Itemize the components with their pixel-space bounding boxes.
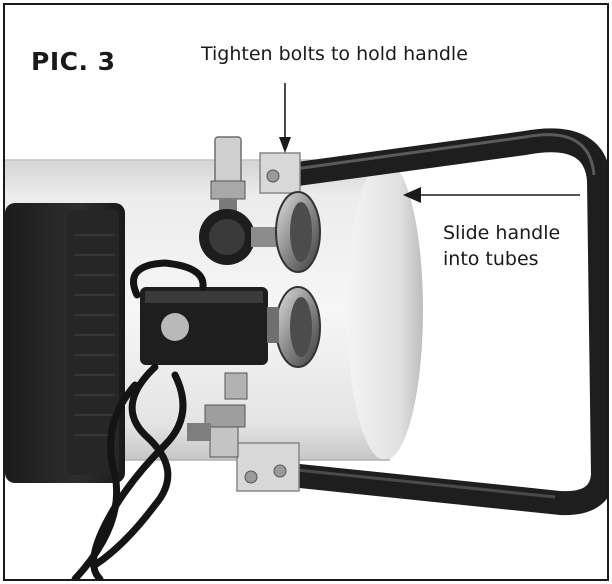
pressure-switch-box (140, 287, 279, 365)
figure-label: PIC. 3 (31, 47, 116, 76)
regulator (199, 209, 281, 265)
lower-gauge (275, 286, 321, 368)
slide-callout: Slide handle into tubes (443, 220, 560, 272)
lower-fittings (187, 372, 248, 458)
figure-frame: PIC. 3 Tighten bolts to hold handle Slid… (3, 3, 609, 581)
handle (278, 128, 607, 516)
top-bracket (259, 152, 301, 194)
motor-housing (5, 203, 125, 483)
tighten-callout: Tighten bolts to hold handle (201, 43, 468, 65)
power-cords (71, 259, 207, 579)
compressor-photo (5, 128, 607, 579)
slide-callout-line1: Slide handle (443, 222, 561, 244)
slide-callout-line2: into tubes (443, 248, 539, 270)
upper-gauge (275, 191, 321, 273)
bottom-bracket (236, 442, 300, 492)
